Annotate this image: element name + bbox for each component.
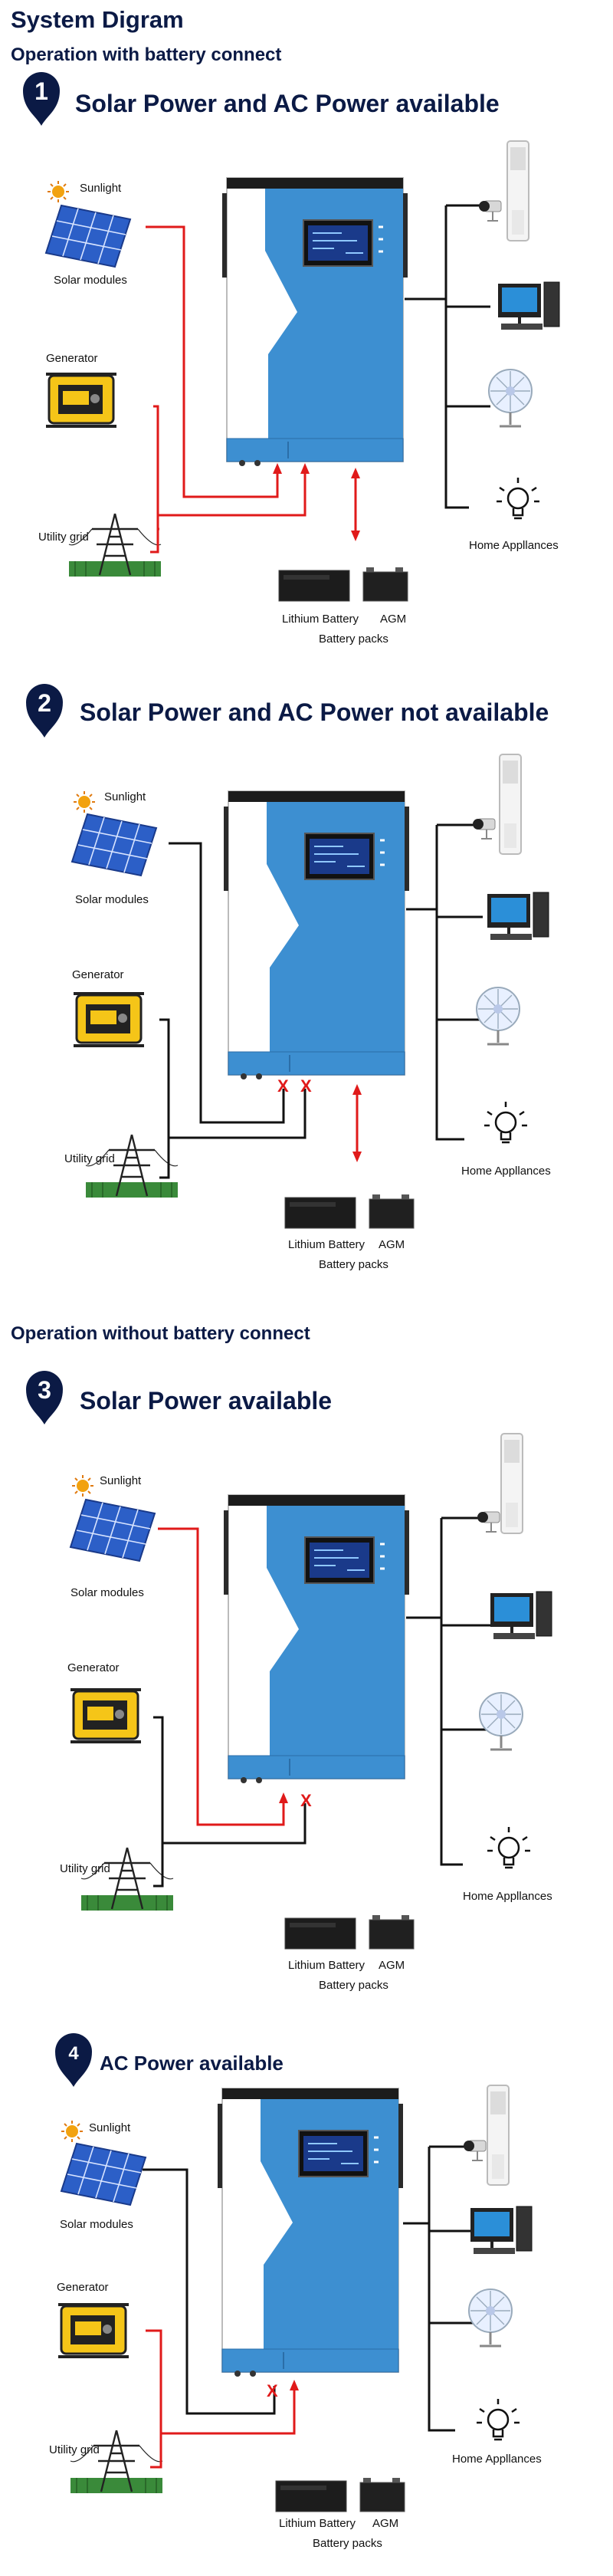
- battery-icon: [284, 1194, 415, 1229]
- label-utility-grid: Utility grid: [60, 1862, 110, 1875]
- label-sunlight: Sunlight: [89, 2121, 131, 2134]
- battery-icon: [284, 1914, 415, 1950]
- inverter-icon: [222, 790, 411, 1081]
- section-title-without-battery: Operation without battery connect: [11, 1323, 310, 1344]
- section-title-with-battery: Operation with battery connect: [11, 44, 282, 65]
- label-agm: AGM: [379, 1238, 405, 1251]
- generator-icon: [57, 2303, 130, 2358]
- label-home-appliances: Home Appllances: [452, 2453, 542, 2466]
- sun-icon: [71, 1474, 94, 1497]
- label-generator: Generator: [57, 2281, 109, 2294]
- scenario-2: 2 Solar Power and AC Power not available…: [26, 684, 551, 1271]
- camera-icon: [463, 2140, 487, 2161]
- solar-panel-icon: [61, 2143, 146, 2206]
- utility-grid-icon: [69, 2429, 164, 2495]
- utility-grid-icon: [67, 512, 162, 578]
- bulb-icon: [483, 1100, 529, 1144]
- label-agm: AGM: [380, 613, 406, 626]
- sun-icon: [47, 180, 70, 203]
- scenario-2-number: 2: [38, 689, 51, 717]
- utility-grid-icon: [84, 1133, 179, 1199]
- air-conditioner-icon: [500, 1433, 523, 1534]
- camera-icon: [472, 818, 496, 840]
- scenario-2-title: Solar Power and AC Power not available: [80, 698, 549, 726]
- scenario-1-title: Solar Power and AC Power available: [75, 90, 500, 117]
- battery-icon: [278, 567, 408, 602]
- x-mark-ac: X: [300, 1076, 312, 1096]
- bulb-icon: [475, 2397, 521, 2441]
- computer-icon: [486, 891, 550, 941]
- utility-grid-icon: [80, 1846, 175, 1912]
- battery-icon: [275, 2477, 405, 2512]
- label-agm: AGM: [379, 1959, 405, 1972]
- solar-panel-icon: [71, 813, 157, 876]
- label-home-appliances: Home Appllances: [463, 1890, 552, 1903]
- label-sunlight: Sunlight: [100, 1474, 142, 1487]
- air-conditioner-icon: [487, 2085, 510, 2186]
- solar-panel-icon: [45, 205, 131, 268]
- inverter-icon: [221, 176, 409, 468]
- inverter-icon: [222, 1493, 411, 1785]
- x-mark-solar: X: [267, 2381, 278, 2400]
- scenario-3-number: 3: [38, 1376, 51, 1404]
- bulb-icon: [486, 1825, 532, 1869]
- label-solar-modules: Solar modules: [60, 2218, 133, 2231]
- sun-icon: [61, 2120, 84, 2143]
- computer-icon: [469, 2205, 533, 2256]
- label-battery-packs: Battery packs: [319, 1979, 388, 1992]
- label-utility-grid: Utility grid: [38, 531, 89, 544]
- fan-icon: [478, 1691, 524, 1751]
- label-home-appliances: Home Appllances: [461, 1165, 551, 1178]
- label-battery-packs: Battery packs: [319, 632, 388, 646]
- scenario-1: 1 Solar Power and AC Power available Sun…: [23, 72, 561, 646]
- scenario-3: 3 Solar Power available Sunlight Solar m…: [26, 1371, 553, 1992]
- computer-icon: [497, 281, 561, 331]
- label-lithium-battery: Lithium Battery: [282, 613, 359, 626]
- label-utility-grid: Utility grid: [49, 2443, 100, 2456]
- air-conditioner-icon: [506, 140, 529, 242]
- label-solar-modules: Solar modules: [54, 274, 127, 287]
- label-lithium-battery: Lithium Battery: [279, 2517, 356, 2530]
- label-utility-grid: Utility grid: [64, 1152, 115, 1165]
- label-solar-modules: Solar modules: [70, 1586, 144, 1599]
- x-mark-solar: X: [277, 1076, 289, 1096]
- generator-icon: [69, 1688, 143, 1743]
- air-conditioner-icon: [499, 754, 522, 855]
- solar-panel-icon: [70, 1499, 156, 1562]
- label-solar-modules: Solar modules: [75, 893, 149, 906]
- label-agm: AGM: [372, 2517, 398, 2530]
- label-sunlight: Sunlight: [80, 182, 122, 195]
- label-home-appliances: Home Appllances: [469, 539, 559, 552]
- bulb-icon: [495, 476, 541, 520]
- label-battery-packs: Battery packs: [313, 2537, 382, 2550]
- inverter-icon: [216, 2087, 405, 2378]
- label-generator: Generator: [72, 968, 124, 981]
- sun-icon: [73, 790, 96, 813]
- fan-icon: [487, 368, 533, 428]
- scenario-4-title: AC Power available: [100, 2052, 284, 2075]
- camera-icon: [477, 1511, 500, 1533]
- scenario-3-title: Solar Power available: [80, 1387, 332, 1414]
- fan-icon: [467, 2288, 513, 2348]
- label-sunlight: Sunlight: [104, 790, 146, 803]
- scenario-4: 4 AC Power available Sunlight Solar modu…: [49, 2033, 542, 2550]
- label-battery-packs: Battery packs: [319, 1258, 388, 1271]
- label-lithium-battery: Lithium Battery: [288, 1959, 366, 1972]
- scenario-4-number: 4: [68, 2043, 79, 2064]
- label-generator: Generator: [67, 1661, 120, 1674]
- generator-icon: [44, 373, 118, 428]
- computer-icon: [489, 1590, 553, 1641]
- page-title: System Digram: [11, 6, 184, 33]
- scenario-1-number: 1: [34, 77, 48, 105]
- x-mark-ac: X: [300, 1791, 312, 1810]
- generator-icon: [72, 992, 146, 1047]
- camera-icon: [478, 200, 502, 222]
- label-generator: Generator: [46, 352, 98, 365]
- label-lithium-battery: Lithium Battery: [288, 1238, 366, 1251]
- fan-icon: [475, 986, 521, 1046]
